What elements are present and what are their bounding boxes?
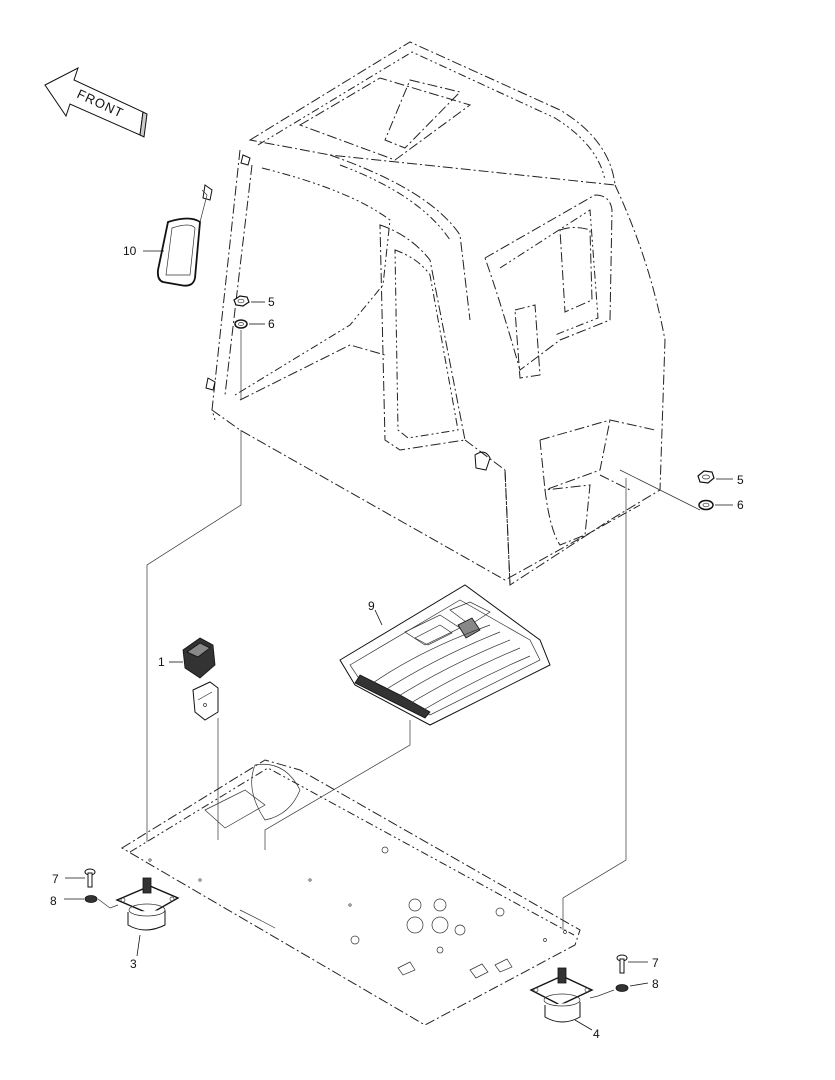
callout-10: 10	[123, 244, 137, 258]
washer-8-right	[615, 984, 629, 992]
washer-6-left	[234, 319, 248, 329]
nut-5-left	[233, 295, 250, 307]
callout-8-left: 8	[50, 894, 57, 908]
washer-8-left	[84, 895, 98, 903]
callout-6-right: 6	[737, 498, 744, 512]
washer-6-right	[698, 499, 714, 511]
callout-4: 4	[593, 1027, 600, 1041]
callout-6-left: 6	[268, 317, 275, 331]
cab-body	[202, 41, 666, 586]
callout-7-right: 7	[652, 956, 659, 970]
front-arrow: FRONT	[44, 66, 148, 138]
floor-plate	[121, 759, 581, 1026]
mirror	[156, 189, 208, 287]
callout-8-right: 8	[652, 977, 659, 991]
callout-3: 3	[130, 957, 137, 971]
callout-5-left: 5	[268, 295, 275, 309]
callout-1: 1	[158, 655, 165, 669]
switch-bracket	[182, 637, 219, 721]
nut-5-right	[697, 470, 715, 484]
cab-mount-left	[115, 877, 180, 931]
cab-mount-right	[529, 967, 594, 1023]
callout-5-right: 5	[737, 473, 744, 487]
floor-mat	[339, 584, 551, 726]
bolt-7-left	[84, 868, 96, 888]
callout-9: 9	[368, 599, 375, 613]
bolt-7-right	[616, 954, 628, 974]
callout-7-left: 7	[52, 872, 59, 886]
